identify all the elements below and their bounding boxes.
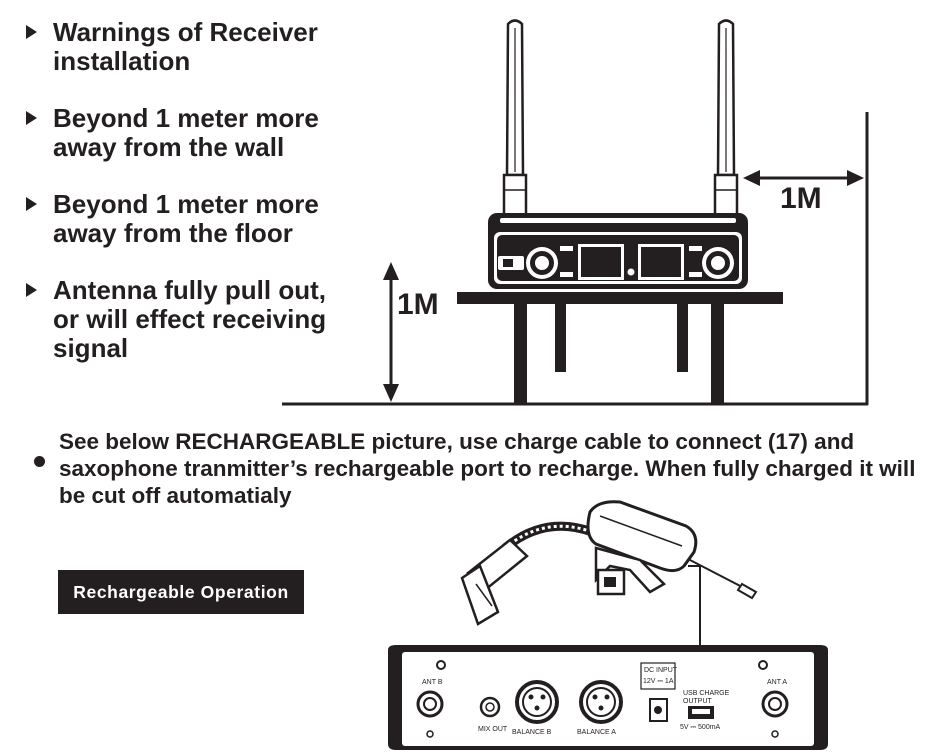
mix-out-label: MIX OUT bbox=[478, 726, 508, 733]
usb-charge-label: USB CHARGE bbox=[683, 690, 730, 697]
floor-distance-label: 1M bbox=[397, 288, 439, 321]
warning-text: Beyond 1 meter more away from the wall bbox=[53, 103, 319, 162]
antenna-icon bbox=[713, 19, 739, 217]
triangle-bullet-icon bbox=[26, 283, 37, 297]
bullet-dot-icon bbox=[34, 456, 45, 467]
antenna-icon bbox=[502, 19, 528, 217]
recharge-note: See below RECHARGEABLE picture, use char… bbox=[32, 428, 937, 509]
saxophone-transmitter-icon bbox=[586, 500, 758, 600]
usb-output-label: OUTPUT bbox=[683, 698, 713, 705]
triangle-bullet-icon bbox=[26, 111, 37, 125]
floor-distance-arrow bbox=[383, 262, 399, 402]
wall-distance-label: 1M bbox=[780, 182, 822, 215]
balance-a-label: BALANCE A bbox=[577, 729, 616, 736]
balance-b-label: BALANCE B bbox=[512, 729, 552, 736]
receiver-unit bbox=[488, 213, 748, 289]
warning-item: Beyond 1 meter more away from the wall bbox=[18, 104, 358, 162]
warning-text: Antenna fully pull out, or will effect r… bbox=[53, 275, 327, 363]
dc-rating-label: 12V ⎓ 1A bbox=[643, 678, 674, 685]
warning-item: Antenna fully pull out, or will effect r… bbox=[18, 276, 358, 363]
installation-diagram: 1M 1M bbox=[282, 19, 869, 406]
table bbox=[457, 292, 783, 404]
ant-b-label: ANT B bbox=[422, 679, 443, 686]
warning-text: Beyond 1 meter more away from the floor bbox=[53, 189, 319, 248]
cable-arrow-icon bbox=[693, 690, 707, 706]
receiver-rear-panel bbox=[388, 645, 828, 750]
warning-list: Warnings of Receiver installation Beyond… bbox=[18, 18, 358, 391]
usb-rating-label: 5V ⎓ 500mA bbox=[680, 724, 721, 731]
rechargeable-operation-badge: Rechargeable Operation bbox=[58, 570, 304, 614]
warning-item: Beyond 1 meter more away from the floor bbox=[18, 190, 358, 248]
gooseneck-mic-icon bbox=[460, 521, 594, 626]
triangle-bullet-icon bbox=[26, 25, 37, 39]
ant-a-label: ANT A bbox=[767, 679, 787, 686]
triangle-bullet-icon bbox=[26, 197, 37, 211]
wall-distance-arrow bbox=[743, 170, 864, 186]
warning-text: Warnings of Receiver installation bbox=[53, 17, 318, 76]
warning-item: Warnings of Receiver installation bbox=[18, 18, 358, 76]
dc-input-label: DC INPUT bbox=[644, 667, 678, 674]
recharge-note-text: See below RECHARGEABLE picture, use char… bbox=[59, 429, 916, 508]
charge-cable bbox=[688, 565, 701, 695]
